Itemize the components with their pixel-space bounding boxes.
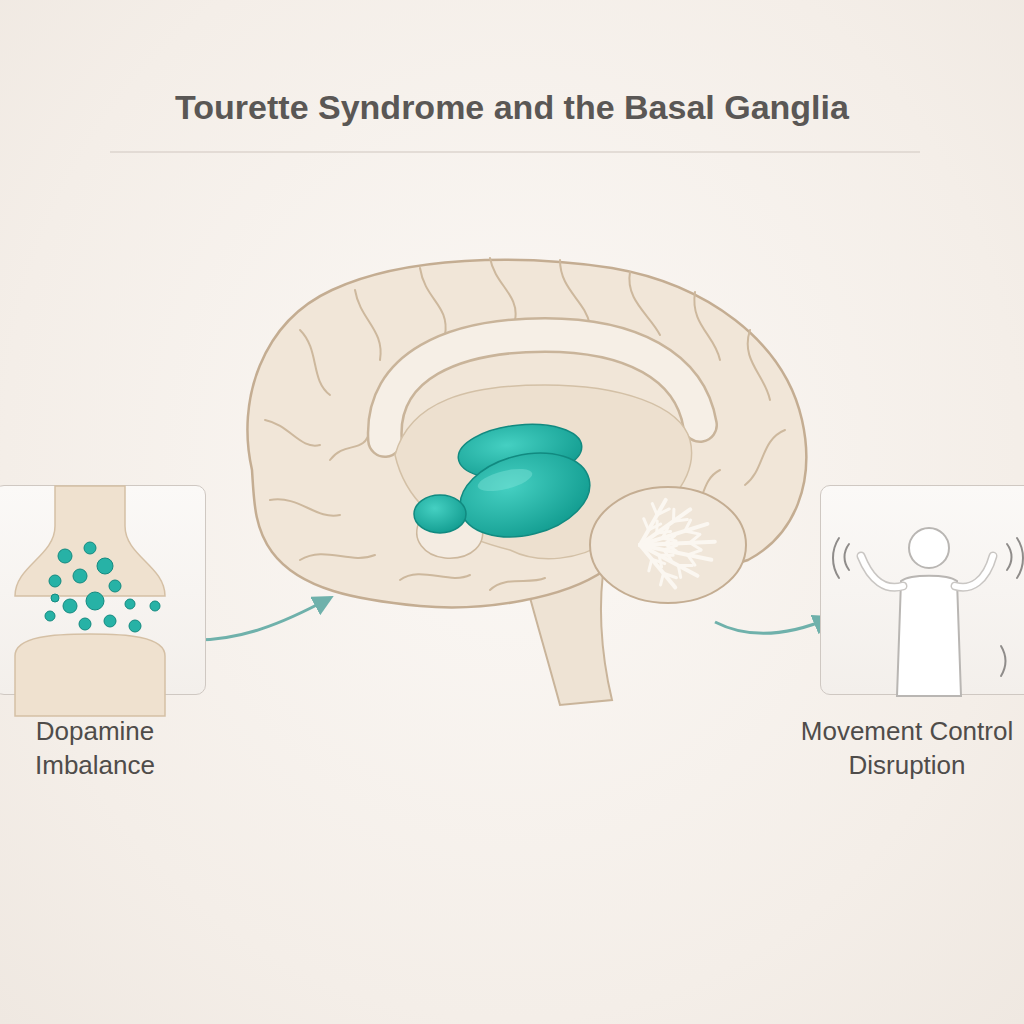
- cerebral-cortex: [247, 260, 806, 608]
- symptom-panel: Movement Control Disruption: [820, 485, 1024, 695]
- synapse-panel: Dopamine Imbalance: [0, 485, 206, 695]
- gyri: [265, 258, 785, 590]
- flow-arrow: [715, 618, 830, 633]
- diagram-title: Tourette Syndrome and the Basal Ganglia: [0, 88, 1024, 127]
- title-rule: [110, 151, 920, 153]
- synapse-illustration: [0, 486, 207, 696]
- flow-arrow: [195, 598, 330, 640]
- arbor-vitae: [640, 500, 715, 587]
- node-label: Dopamine Imbalance: [4, 714, 186, 782]
- person-figure: [821, 486, 1024, 696]
- diencephalon: [395, 385, 692, 559]
- node-label: Movement Control Disruption: [796, 714, 1018, 782]
- basal-ganglia: [414, 419, 599, 550]
- cerebellum: [590, 487, 746, 603]
